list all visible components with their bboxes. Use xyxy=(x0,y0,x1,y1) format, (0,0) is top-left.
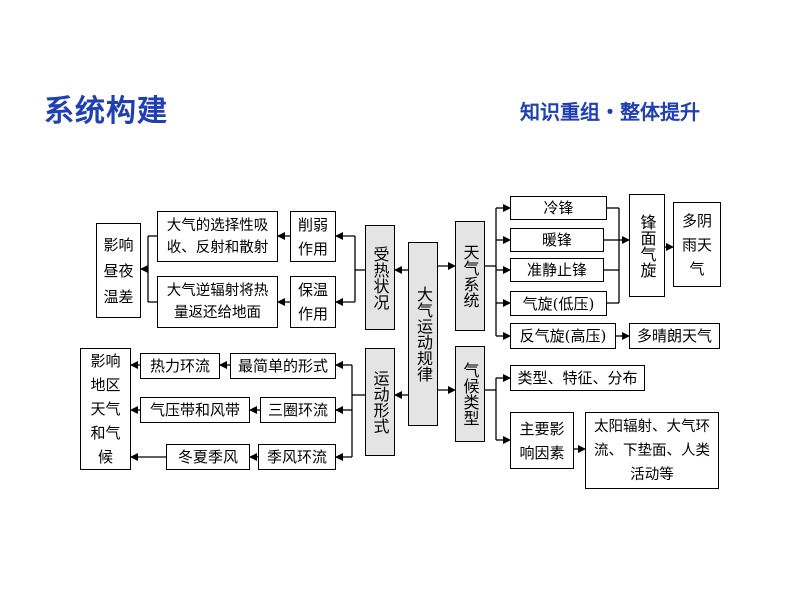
climate-types: 类型、特征、分布 xyxy=(510,365,645,391)
warm-front: 暖锋 xyxy=(510,228,604,252)
monsoon-circ: 季风环流 xyxy=(258,444,336,470)
three-cell-circ: 三圈环流 xyxy=(260,397,336,423)
motion-result: 影响地区天气和气候 xyxy=(80,348,131,470)
page-subtitle: 知识重组・整体提升 xyxy=(520,100,700,124)
weaken-effect: 削弱作用 xyxy=(290,211,336,262)
thermal-label: 受热状况 xyxy=(365,225,395,330)
frontal-cyclone: 锋面气旋 xyxy=(629,194,665,297)
sunny-weather: 多晴朗天气 xyxy=(629,323,720,349)
cyclone: 气旋(低压) xyxy=(510,291,607,316)
insulate-desc: 大气逆辐射将热量返还给地面 xyxy=(157,276,278,328)
climate-label: 气候类型 xyxy=(455,346,485,442)
weather-label: 天气系统 xyxy=(455,221,485,331)
weaken-desc: 大气的选择性吸收、反射和散射 xyxy=(157,211,278,262)
motion-label: 运动形式 xyxy=(365,348,395,456)
stationary-front: 准静止锋 xyxy=(510,258,604,282)
factors-label: 主要影响因素 xyxy=(510,412,574,469)
pressure-belts: 气压带和风带 xyxy=(140,397,250,423)
anticyclone: 反气旋(高压) xyxy=(510,323,616,349)
center-topic: 大气运动规律 xyxy=(408,242,438,426)
simplest-form: 最简单的形式 xyxy=(230,353,336,379)
monsoon: 冬夏季风 xyxy=(166,444,250,470)
page-title: 系统构建 xyxy=(44,94,168,129)
thermal-circ: 热力环流 xyxy=(140,353,220,379)
cold-front: 冷锋 xyxy=(510,196,607,220)
climate-factors: 太阳辐射、大气环流、下垫面、人类活动等 xyxy=(585,412,719,489)
insulate-effect: 保温作用 xyxy=(290,276,336,328)
thermal-result: 影响昼夜温差 xyxy=(96,223,141,318)
cloudy-rainy-weather: 多阴雨天气 xyxy=(673,202,721,287)
